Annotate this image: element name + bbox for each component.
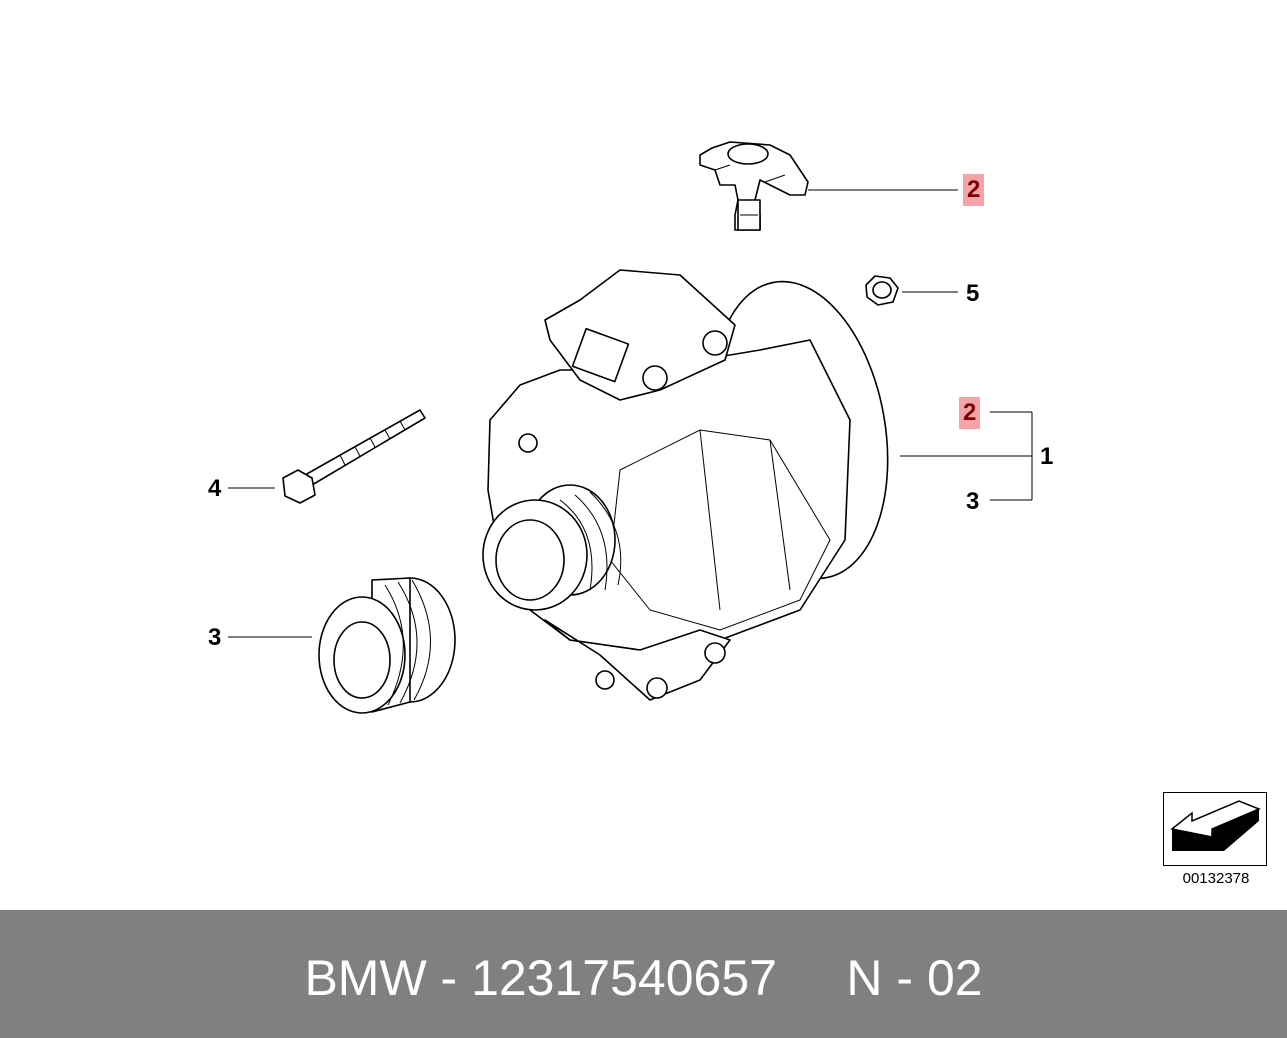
callout-regulator[interactable]: 2: [963, 174, 985, 206]
callout-bolt[interactable]: 4: [208, 475, 222, 502]
footer-part-number: BMW - 12317540657 N - 02: [304, 950, 983, 1006]
callout-alternator[interactable]: 1: [1040, 443, 1054, 470]
reference-code: 00132378: [1182, 870, 1250, 887]
bolt[interactable]: [282, 409, 426, 504]
voltage-regulator[interactable]: [699, 141, 809, 231]
arrow-icon: [1170, 800, 1261, 851]
parts-diagram: [228, 141, 1033, 714]
pulley[interactable]: [318, 577, 456, 714]
alternator[interactable]: [482, 268, 910, 701]
footer-bar: [0, 910, 1287, 1038]
callout-alternator-pulley[interactable]: 3: [966, 488, 980, 515]
callout-alternator-regulator[interactable]: 2: [959, 397, 981, 429]
callout-pulley[interactable]: 3: [208, 624, 222, 651]
nut[interactable]: [865, 275, 899, 306]
leader-lines: [228, 189, 1033, 638]
orientation-arrow-box: [1163, 792, 1267, 866]
callout-nut[interactable]: 5: [966, 280, 980, 307]
